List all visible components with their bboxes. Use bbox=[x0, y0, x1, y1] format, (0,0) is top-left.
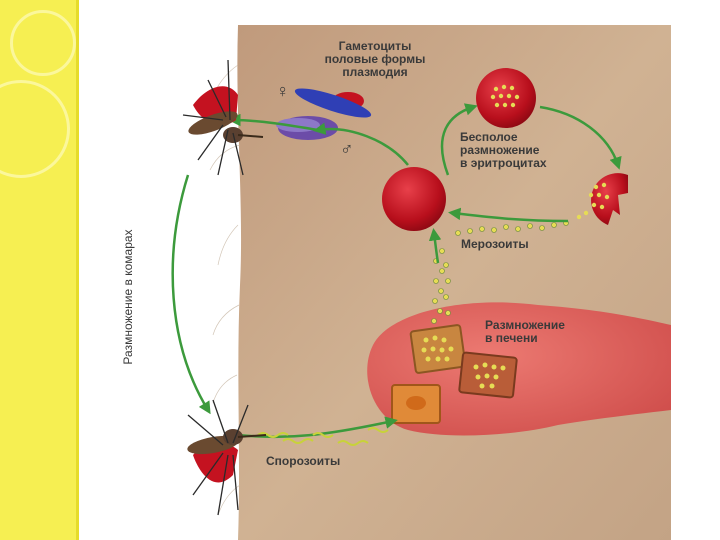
liver-cell bbox=[410, 325, 465, 374]
rbc-healthy bbox=[382, 167, 446, 231]
symbol-female: ♀ bbox=[276, 85, 290, 98]
label-merozoites: Мерозоиты bbox=[461, 238, 571, 251]
diagram-artwork bbox=[88, 25, 671, 540]
decorative-circle bbox=[10, 10, 76, 76]
label-sporozoites: Спорозоиты bbox=[266, 455, 376, 468]
rbc-infected bbox=[476, 68, 536, 128]
label-liver-reproduction: Размножение в печени bbox=[485, 319, 595, 345]
malaria-lifecycle-diagram: Гаметоциты половые формы плазмодия Беспо… bbox=[88, 25, 671, 540]
parasite-nucleus bbox=[406, 396, 426, 410]
slide-divider bbox=[76, 0, 79, 540]
label-gametocytes: Гаметоциты половые формы плазмодия bbox=[300, 40, 450, 79]
label-mosquito-reproduction: Размножение в комарах bbox=[121, 197, 135, 397]
symbol-male: ♂ bbox=[340, 143, 354, 156]
label-asexual-reproduction: Бесполое размножение в эритроцитах bbox=[460, 131, 600, 170]
